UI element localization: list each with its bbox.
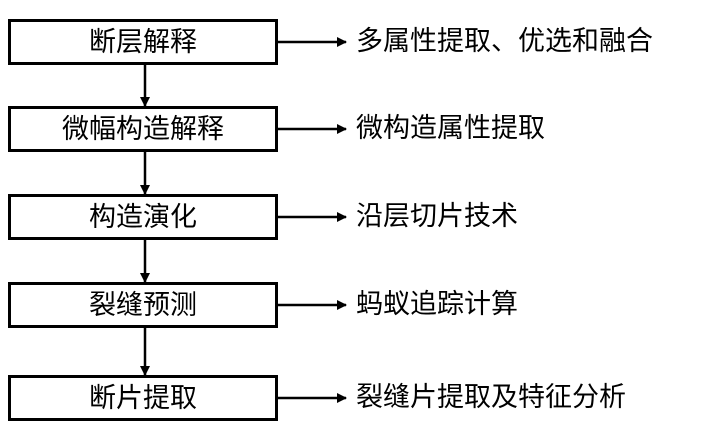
step-label: 断片提取 xyxy=(89,382,197,414)
method-label-3: 沿层切片技术 xyxy=(356,201,518,232)
step-box-fault-interpretation: 断层解释 xyxy=(8,19,278,65)
step-box-fracture-prediction: 裂缝预测 xyxy=(8,282,278,328)
step-box-fault-patch-extraction: 断片提取 xyxy=(8,375,278,421)
method-label-4: 蚂蚁追踪计算 xyxy=(356,289,518,320)
method-label-5: 裂缝片提取及特征分析 xyxy=(356,382,626,413)
method-label-1: 多属性提取、优选和融合 xyxy=(356,26,653,57)
step-label: 微幅构造解释 xyxy=(62,113,224,145)
method-label-2: 微构造属性提取 xyxy=(356,113,545,144)
step-box-structural-evolution: 构造演化 xyxy=(8,194,278,240)
step-box-micro-structure-interpretation: 微幅构造解释 xyxy=(8,106,278,152)
step-label: 构造演化 xyxy=(89,201,197,233)
step-label: 裂缝预测 xyxy=(89,289,197,321)
step-label: 断层解释 xyxy=(89,26,197,58)
